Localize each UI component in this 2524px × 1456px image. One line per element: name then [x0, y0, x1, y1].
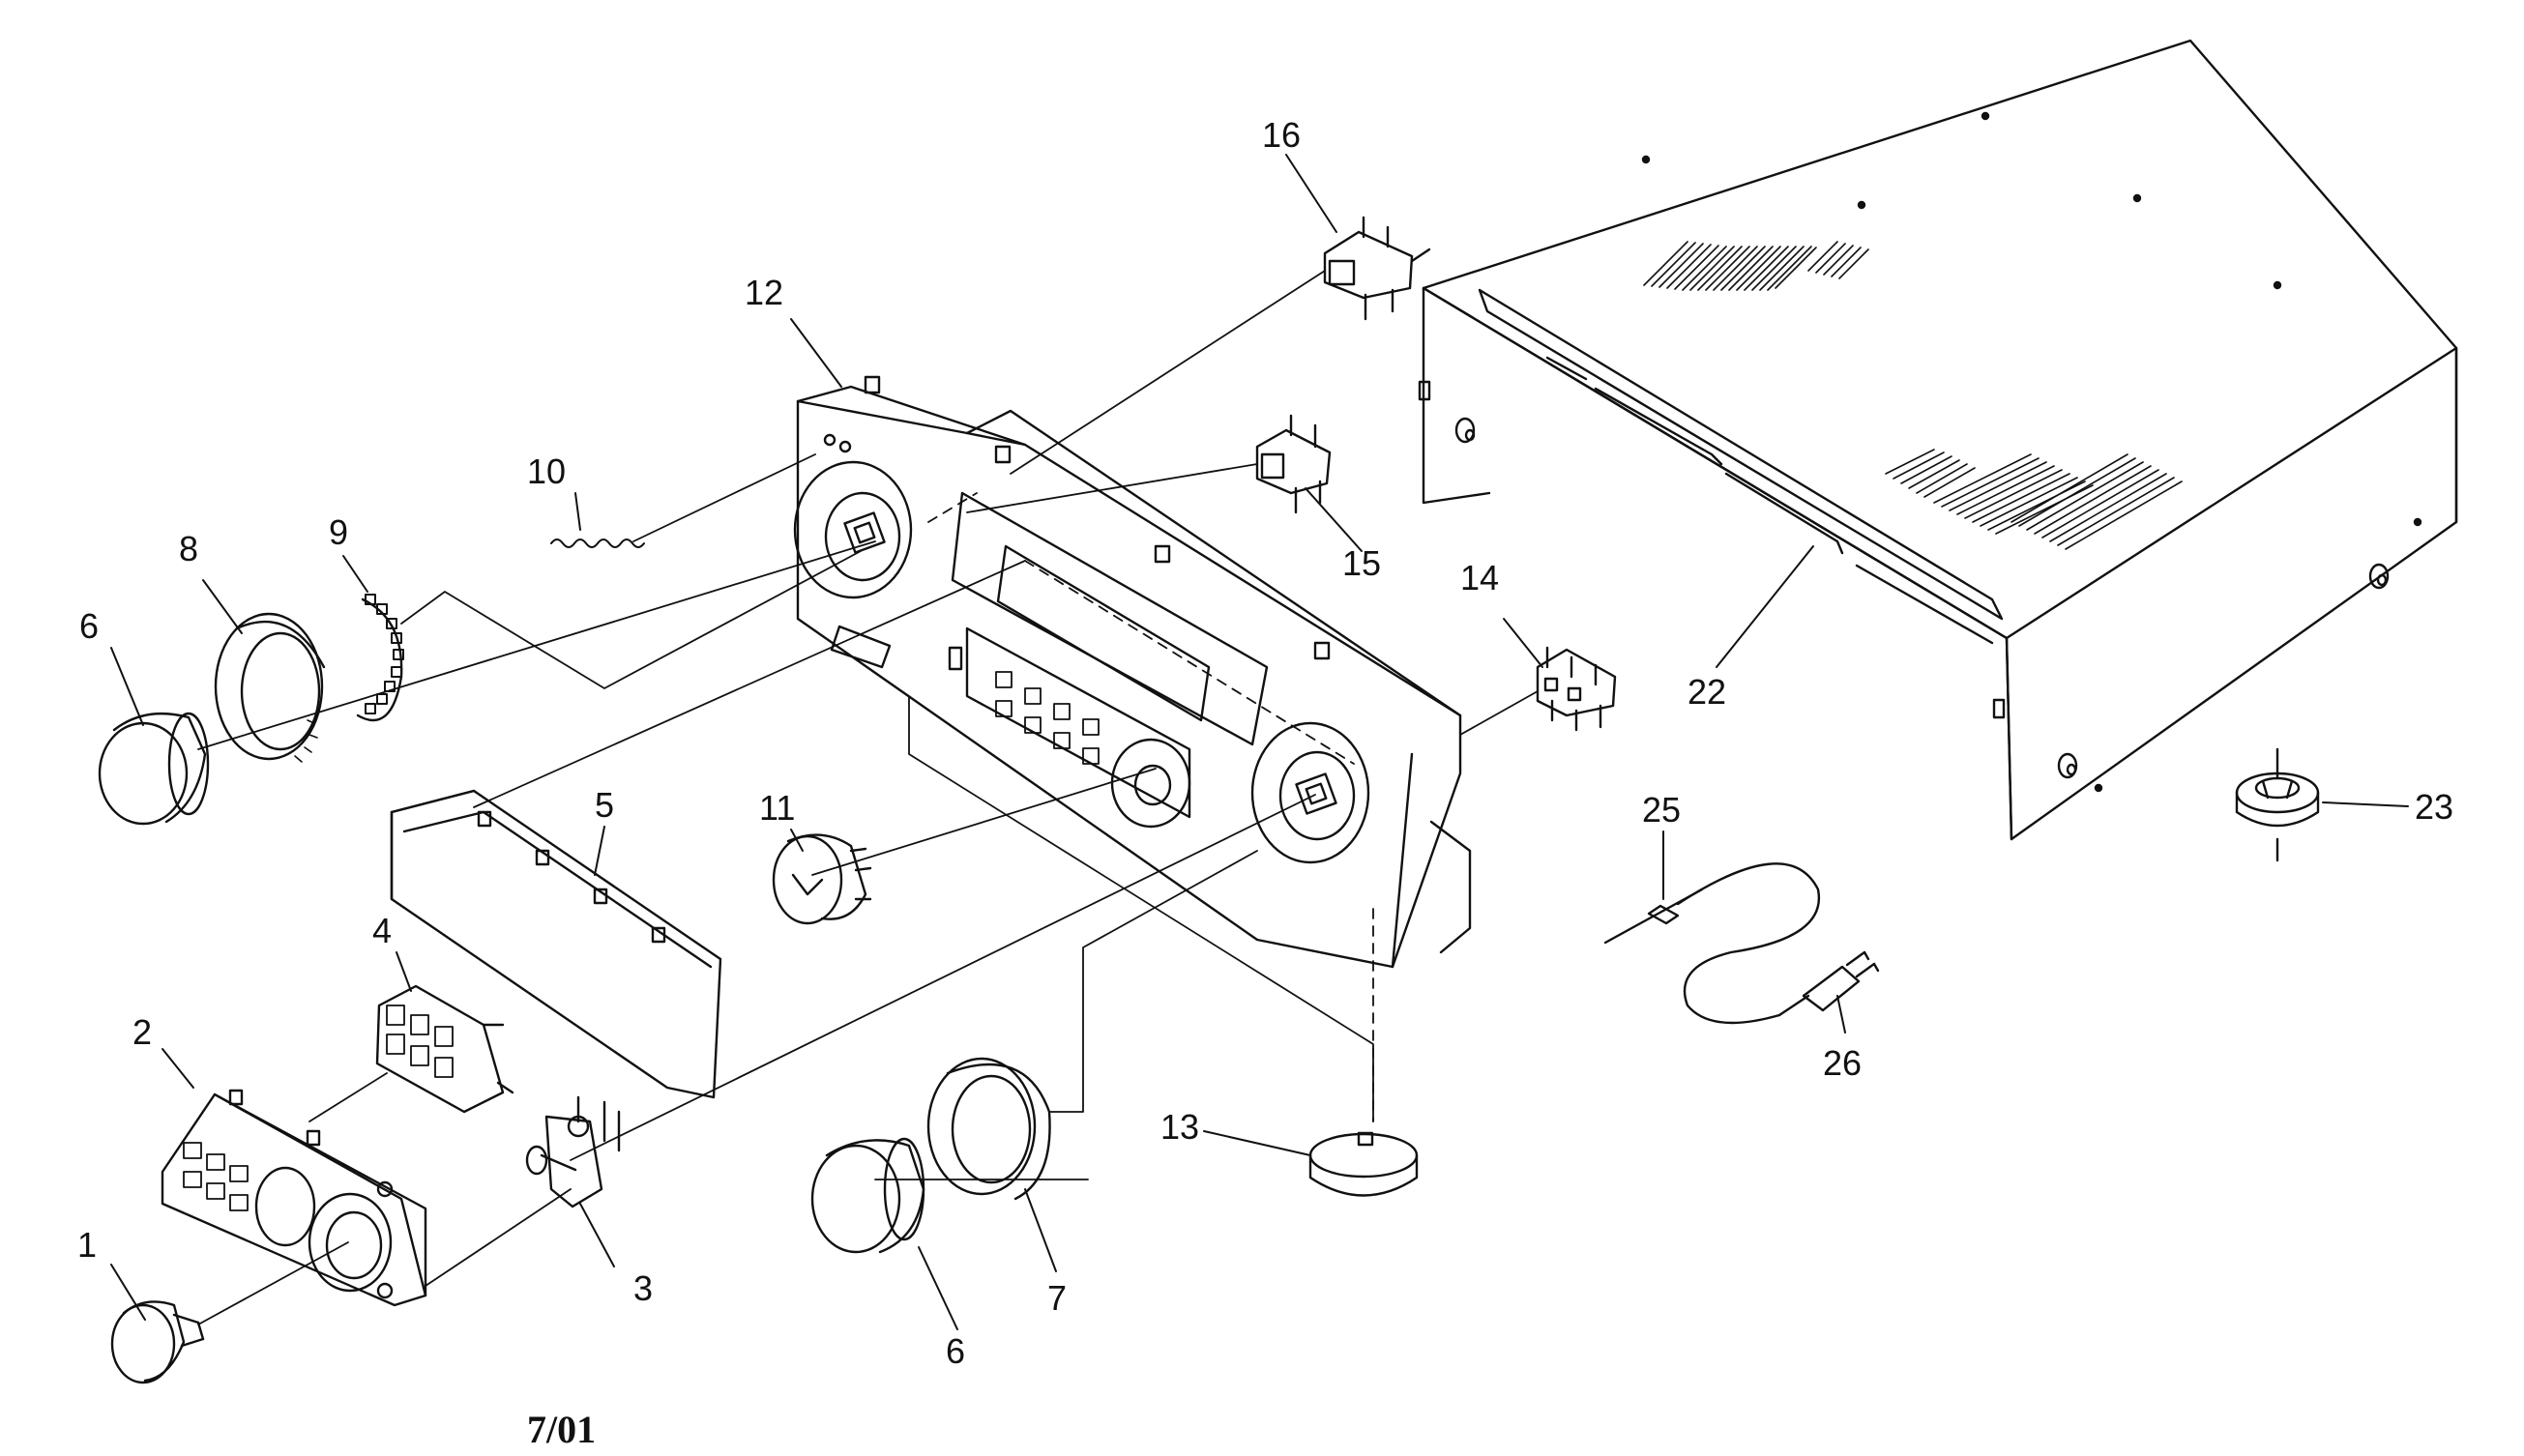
- power-cord: [1605, 863, 1878, 1023]
- switch-14: [1538, 648, 1615, 730]
- callout-13: 13: [1160, 1107, 1199, 1147]
- callout-2: 2: [132, 1012, 152, 1052]
- switch-board-3: [527, 1097, 619, 1207]
- indicator-strip-9: [358, 595, 403, 720]
- callout-16: 16: [1262, 115, 1301, 155]
- callout-8: 8: [179, 529, 198, 568]
- callout-25: 25: [1642, 790, 1681, 830]
- callout-3: 3: [633, 1268, 653, 1308]
- switch-16: [1325, 218, 1429, 319]
- callout-22: 22: [1688, 672, 1726, 712]
- callout-4: 4: [372, 911, 392, 950]
- display-panel-5: [392, 791, 720, 1097]
- callout-7: 7: [1047, 1278, 1067, 1318]
- callout-15: 15: [1342, 543, 1381, 583]
- callout-12: 12: [745, 273, 783, 312]
- foot-23: [2237, 749, 2318, 860]
- ring-7: [928, 1059, 1050, 1199]
- cabinet-cover: [1420, 41, 2456, 839]
- callout-23: 23: [2415, 787, 2453, 827]
- sub-panel-2: [162, 1091, 426, 1305]
- callout-26: 26: [1823, 1043, 1862, 1083]
- knob-6-left: [100, 713, 208, 824]
- callout-5: 5: [595, 785, 614, 825]
- callout-10: 10: [527, 451, 566, 491]
- callout-labels: 1 2 3 4 5 6 6 7 8 9 10 11 12 13 14 15 16…: [77, 115, 2453, 1371]
- switch-15: [1257, 416, 1330, 512]
- assembly-lines: [197, 270, 1539, 1325]
- callout-6-right: 6: [946, 1331, 965, 1371]
- ring-8: [216, 614, 324, 762]
- leader-lines: [110, 154, 2409, 1330]
- ring-13: [1310, 1133, 1417, 1196]
- button-block-4: [377, 986, 513, 1112]
- callout-14: 14: [1460, 558, 1499, 597]
- front-chassis-12: [795, 377, 1470, 967]
- callout-6-left: 6: [79, 606, 99, 646]
- knob-11: [774, 835, 870, 923]
- callout-9: 9: [329, 512, 348, 552]
- spring-10: [551, 539, 644, 547]
- knob-6-right: [812, 1139, 924, 1252]
- callout-1: 1: [77, 1225, 97, 1265]
- callout-11: 11: [759, 788, 795, 828]
- footer-date: 7/01: [527, 1408, 597, 1451]
- knob-1: [112, 1301, 203, 1383]
